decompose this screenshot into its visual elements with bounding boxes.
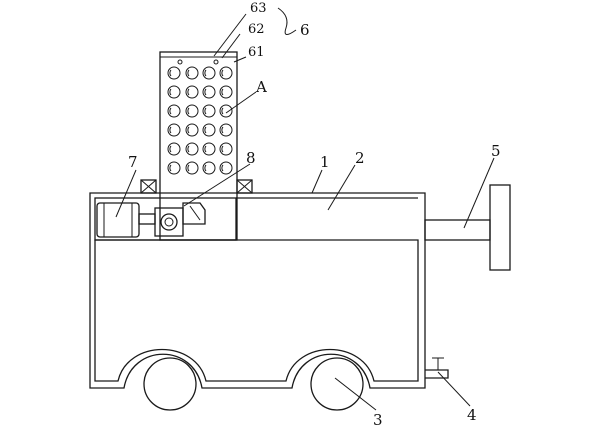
plate-hole-shade [221, 88, 224, 96]
label-A: A [255, 78, 267, 96]
label-62: 62 [248, 22, 265, 37]
label-8: 8 [246, 149, 256, 167]
plate-hole-shade [169, 69, 172, 77]
cart-body [89, 192, 426, 389]
plate-hole [202, 85, 216, 99]
plate-hole-shade [221, 164, 224, 172]
plate-hole [167, 66, 181, 80]
support-left [140, 179, 157, 194]
plate-hole [185, 66, 199, 80]
handle [424, 184, 511, 271]
plate-hole-shade [221, 69, 224, 77]
plate-hole [219, 142, 233, 156]
plate-hole [167, 123, 181, 137]
plate-hole [167, 161, 181, 175]
plate-hole-shade [187, 164, 190, 172]
plate-hole [185, 104, 199, 118]
plate-hole-shade [221, 107, 224, 115]
plate-hole-shade [169, 145, 172, 153]
plate-hole-shade [187, 126, 190, 134]
support-right [236, 179, 253, 194]
plate-hole [219, 85, 233, 99]
hole-grid [167, 66, 233, 175]
plate-hole-shade [204, 107, 207, 115]
leader-lines [115, 7, 495, 411]
wheel-right [310, 357, 364, 411]
plate-hole [185, 85, 199, 99]
drain-valve [425, 357, 449, 379]
label-3: 3 [373, 411, 383, 429]
plate-hole [219, 161, 233, 175]
plate-hole-shade [169, 126, 172, 134]
plate-hole-shade [204, 69, 207, 77]
plate-hole [202, 142, 216, 156]
part-labels: 63 62 61 6 A 7 8 1 2 5 3 4 [128, 1, 501, 429]
plate-hole-shade [169, 107, 172, 115]
label-1: 1 [320, 153, 330, 171]
plate-hole-shade [169, 88, 172, 96]
label-7: 7 [128, 153, 138, 171]
perforated-plate [159, 51, 238, 241]
plate-hole-shade [221, 145, 224, 153]
plate-hole-shade [221, 126, 224, 134]
plate-hole [202, 66, 216, 80]
plate-hole-shade [204, 164, 207, 172]
plate-hole [202, 104, 216, 118]
plate-hole [219, 104, 233, 118]
plate-hole [167, 85, 181, 99]
plate-hole-shade [187, 107, 190, 115]
plate-hole [185, 142, 199, 156]
plate-hole-shade [169, 164, 172, 172]
plate-hole-shade [204, 145, 207, 153]
plate-hole [202, 161, 216, 175]
wheel-left [143, 357, 197, 411]
label-61: 61 [248, 45, 265, 60]
label-4: 4 [467, 406, 477, 424]
plate-hole [185, 161, 199, 175]
motor [96, 202, 156, 238]
plate-hole-shade [204, 126, 207, 134]
label-2: 2 [355, 149, 365, 167]
plate-hole [219, 66, 233, 80]
plate-hole-shade [187, 145, 190, 153]
plate-hole-shade [204, 88, 207, 96]
label-6: 6 [300, 21, 310, 39]
plate-hole [167, 142, 181, 156]
plate-hole [202, 123, 216, 137]
plate-hole [219, 123, 233, 137]
label-63: 63 [250, 1, 267, 16]
plate-hole-shade [187, 69, 190, 77]
label-5: 5 [491, 142, 501, 160]
upper-chamber [94, 197, 237, 241]
plate-hole [185, 123, 199, 137]
drive-mechanism [154, 202, 206, 237]
plate-hole [167, 104, 181, 118]
plate-hole-shade [187, 88, 190, 96]
